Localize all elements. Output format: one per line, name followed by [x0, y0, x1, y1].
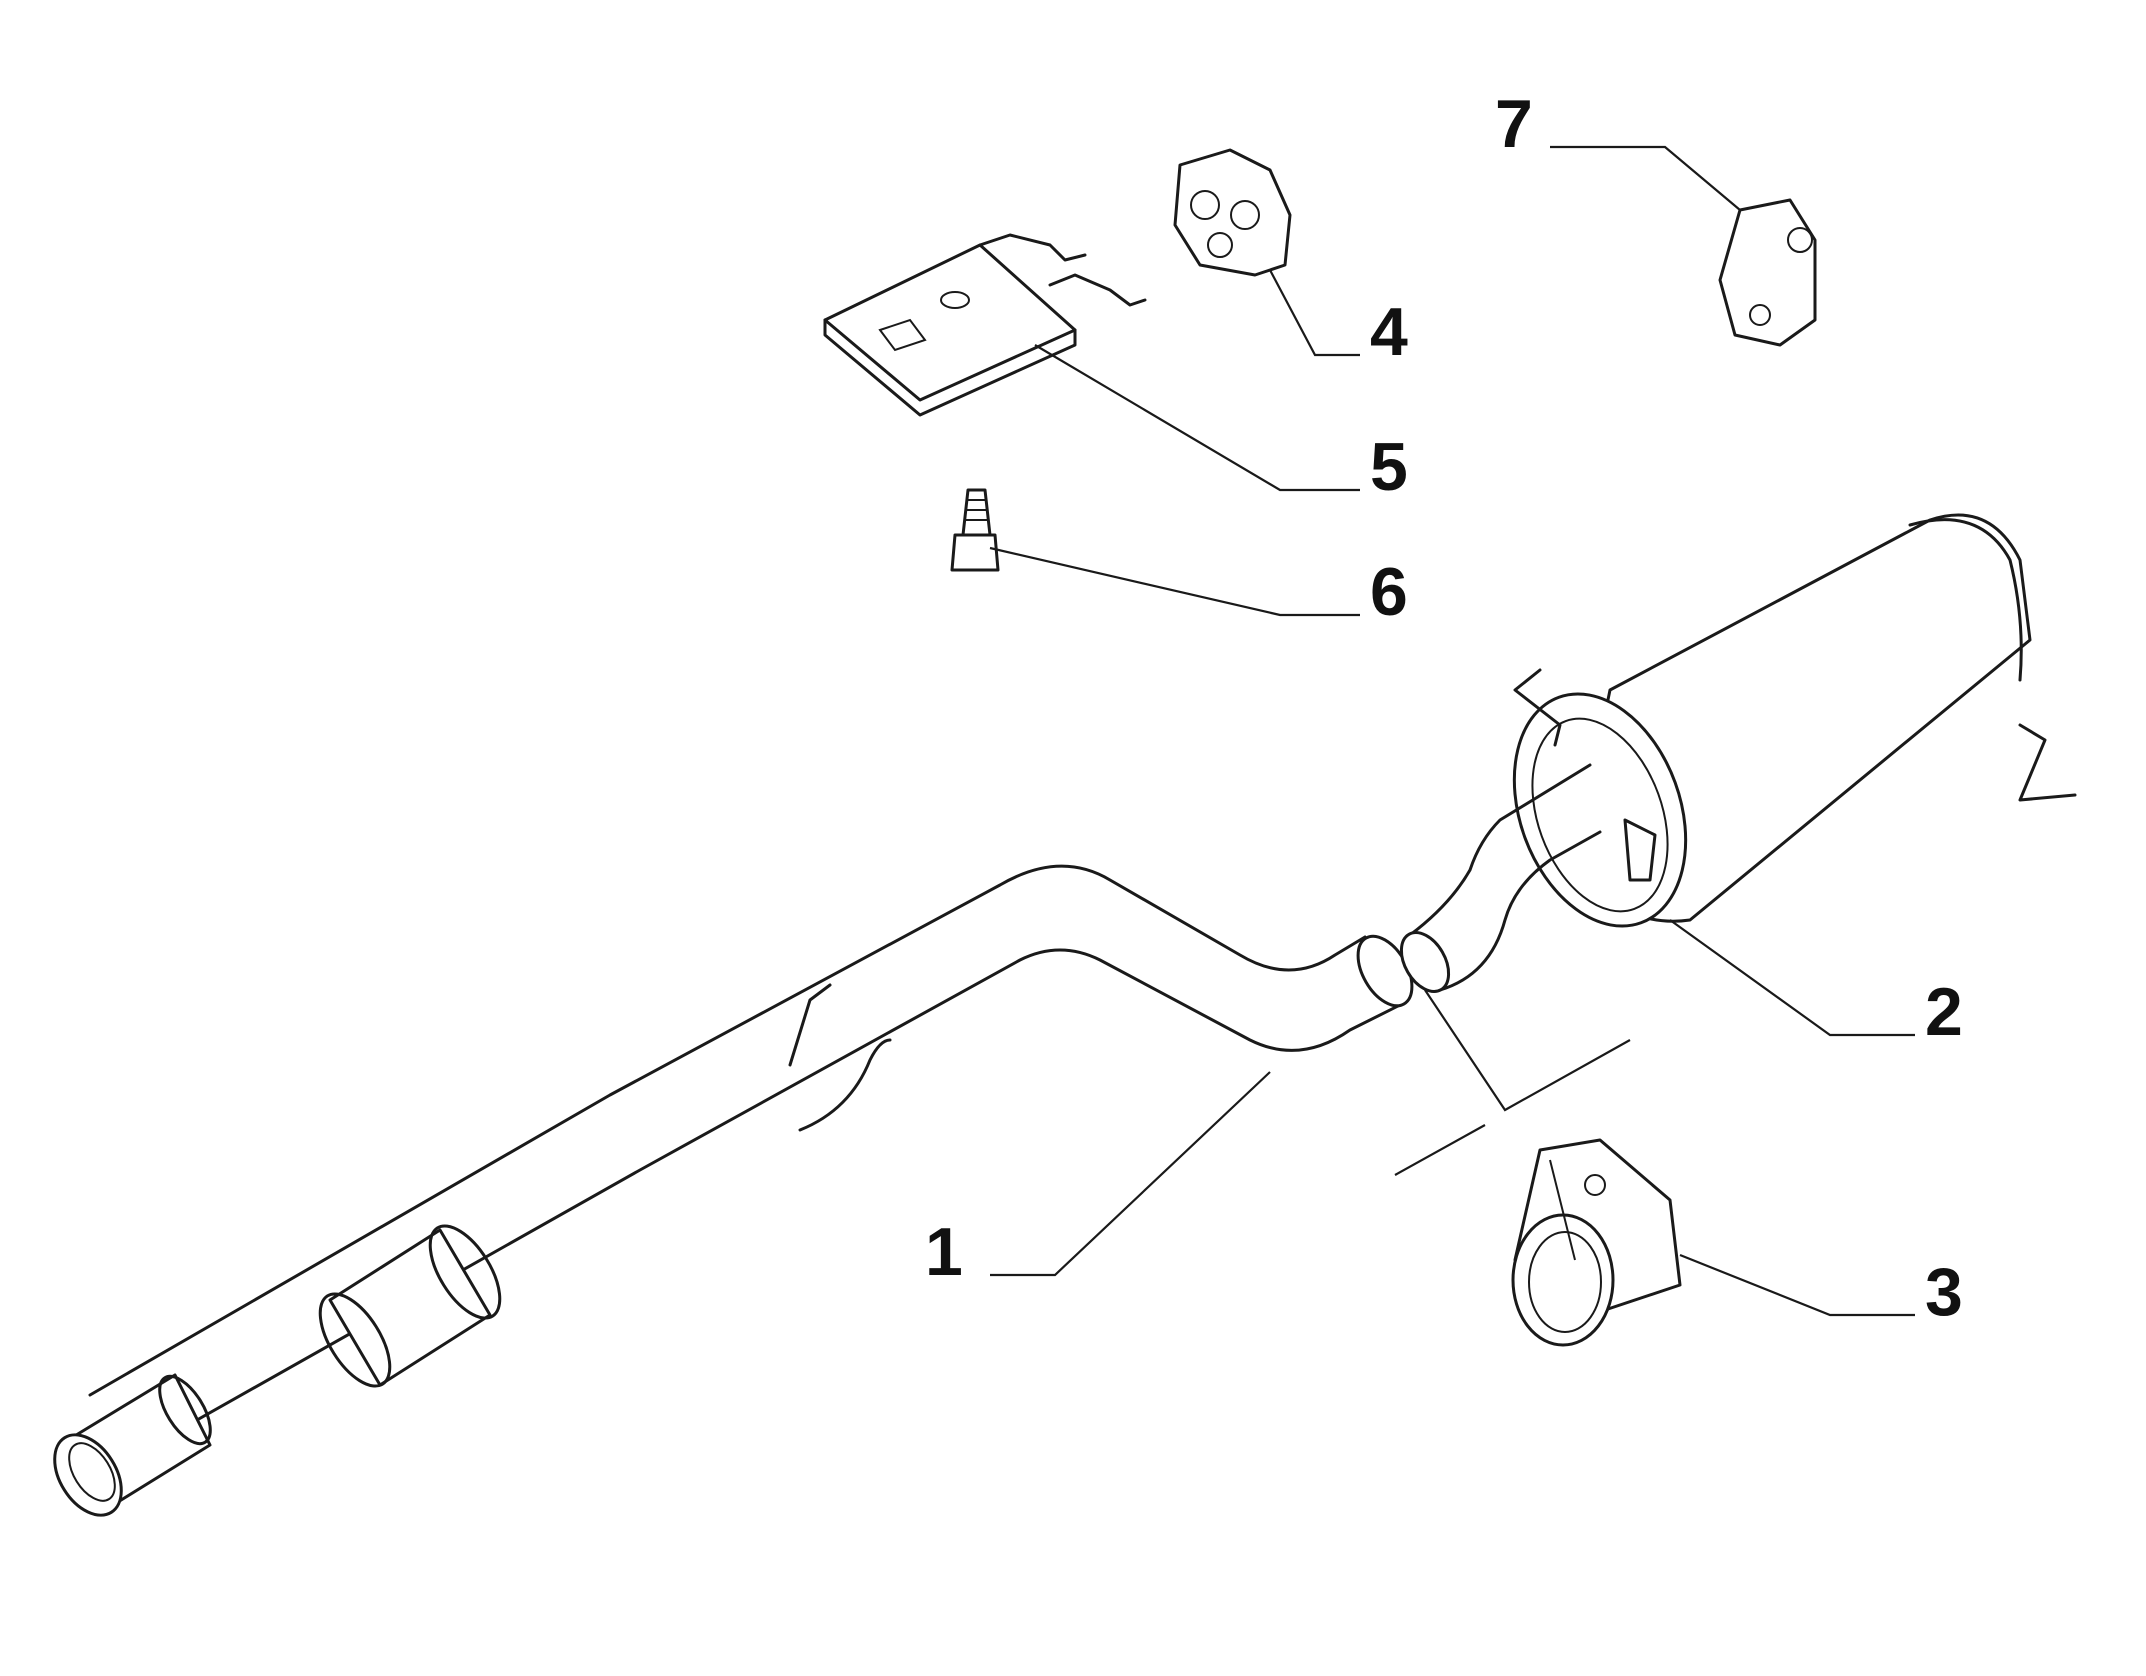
callout-1: 1 [925, 1214, 963, 1290]
rubber-mount-part-4 [1173, 148, 1292, 277]
leader-1 [990, 1071, 1271, 1277]
heat-shield-part-5 [823, 233, 1147, 417]
leader-7 [1550, 145, 1741, 211]
callout-5: 5 [1370, 429, 1408, 505]
exhaust-pipe-part-1 [53, 864, 1414, 1517]
callout-4: 4 [1370, 294, 1408, 370]
callout-7: 7 [1495, 86, 1533, 162]
callouts: 1 2 3 4 5 6 7 [925, 86, 1963, 1330]
rear-silencer-part-2 [1399, 513, 2077, 993]
hanger-clip-part-7 [1718, 198, 1817, 347]
callout-2: 2 [1925, 974, 1963, 1050]
callout-6: 6 [1370, 554, 1408, 630]
leader-lines [989, 145, 1915, 1317]
connection-marker [1394, 989, 1631, 1176]
callout-3: 3 [1925, 1254, 1963, 1330]
screw-part-6 [950, 488, 1000, 572]
clamp-part-3 [1511, 1138, 1682, 1347]
leader-3 [1679, 1253, 1915, 1317]
leader-2 [1669, 919, 1915, 1037]
leader-6 [989, 546, 1360, 617]
leader-5 [1034, 344, 1360, 492]
leader-4 [1269, 269, 1360, 357]
